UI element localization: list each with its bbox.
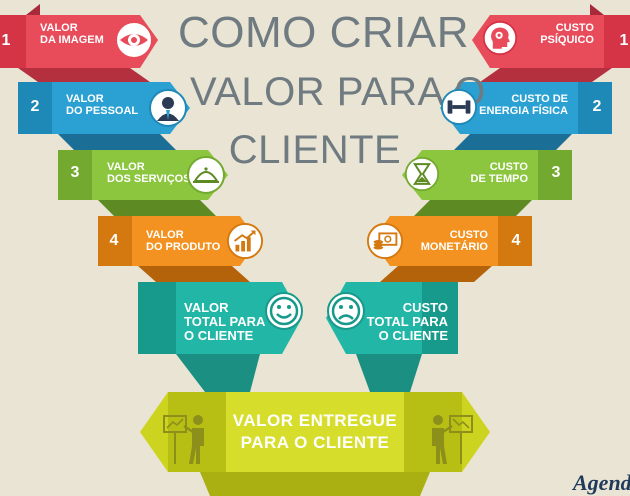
smiley-icon — [265, 292, 303, 330]
dumbbell-icon — [440, 88, 478, 126]
title-line-3: CLIENTE — [228, 128, 402, 172]
sad-face-icon — [327, 292, 365, 330]
left-label-2-line2: DO PESSOAL — [66, 105, 139, 117]
left-label-3-line2: DOS SERVIÇOS — [107, 173, 191, 185]
right-label-4-line2: MONETÁRIO — [420, 241, 488, 253]
total-right-label: CUSTO TOTAL PARA O CLIENTE — [367, 301, 448, 343]
right-label-2-line2: ENERGIA FÍSICA — [479, 105, 568, 117]
presenter-icon — [432, 415, 473, 464]
left-number-4: 4 — [109, 232, 119, 249]
total-left-label: VALOR TOTAL PARA O CLIENTE — [184, 301, 265, 343]
right-label-4-line1: CUSTO — [449, 229, 488, 241]
growth-chart-icon — [226, 222, 264, 260]
right-label-1-line1: CUSTO — [555, 22, 594, 34]
right-number-2: 2 — [592, 98, 602, 115]
right-number-3: 3 — [551, 164, 561, 181]
total-left-line3: O CLIENTE — [184, 328, 254, 343]
left-label-1: VALOR DA IMAGEM — [40, 22, 104, 46]
right-label-3-line1: CUSTO — [489, 161, 528, 173]
right-label-3-line2: DE TEMPO — [470, 173, 528, 185]
title-line-1: COMO CRIAR — [178, 8, 469, 57]
left-label-2: VALOR DO PESSOAL — [66, 93, 138, 117]
right-label-1-line2: PSÍQUICO — [540, 34, 594, 46]
presenter-icon — [163, 415, 204, 464]
brand-logo: Agend — [573, 470, 630, 495]
left-number-1: 1 — [1, 32, 11, 49]
right-number-4: 4 — [511, 232, 521, 249]
left-label-1-line1: VALOR — [40, 22, 78, 34]
total-right-line2: TOTAL PARA — [366, 314, 448, 329]
left-number-3: 3 — [70, 164, 80, 181]
right-label-4: CUSTO MONETÁRIO — [421, 229, 488, 253]
total-right-line3: O CLIENTE — [378, 328, 448, 343]
left-label-1-line2: DA IMAGEM — [40, 34, 104, 46]
total-left-line2: TOTAL PARA — [184, 314, 266, 329]
final-line1: VALOR ENTREGUE — [232, 411, 398, 430]
right-label-3: CUSTO DE TEMPO — [471, 161, 528, 185]
money-icon — [366, 222, 404, 260]
left-label-2-line1: VALOR — [66, 93, 104, 105]
left-number-2: 2 — [30, 98, 40, 115]
hourglass-icon — [404, 156, 440, 192]
right-label-2-line1: CUSTO DE — [511, 93, 568, 105]
final-line2: PARA O CLIENTE — [240, 433, 390, 452]
total-left-line1: VALOR — [184, 300, 229, 315]
service-cloche-icon — [187, 156, 225, 194]
final-label: VALOR ENTREGUE PARA O CLIENTE — [226, 410, 404, 454]
title-line-2: VALOR PARA O — [190, 70, 486, 114]
left-label-3: VALOR DOS SERVIÇOS — [107, 161, 191, 185]
right-number-1: 1 — [619, 32, 629, 49]
right-label-2: CUSTO DE ENERGIA FÍSICA — [479, 93, 568, 117]
person-icon — [149, 89, 187, 127]
left-label-3-line1: VALOR — [107, 161, 145, 173]
eye-icon — [115, 21, 153, 59]
right-label-1: CUSTO PSÍQUICO — [540, 22, 594, 46]
left-label-4-line1: VALOR — [146, 229, 184, 241]
left-label-4-line2: DO PRODUTO — [146, 241, 221, 253]
total-right-line1: CUSTO — [402, 300, 448, 315]
head-gear-icon — [482, 20, 518, 56]
left-label-4: VALOR DO PRODUTO — [146, 229, 220, 253]
